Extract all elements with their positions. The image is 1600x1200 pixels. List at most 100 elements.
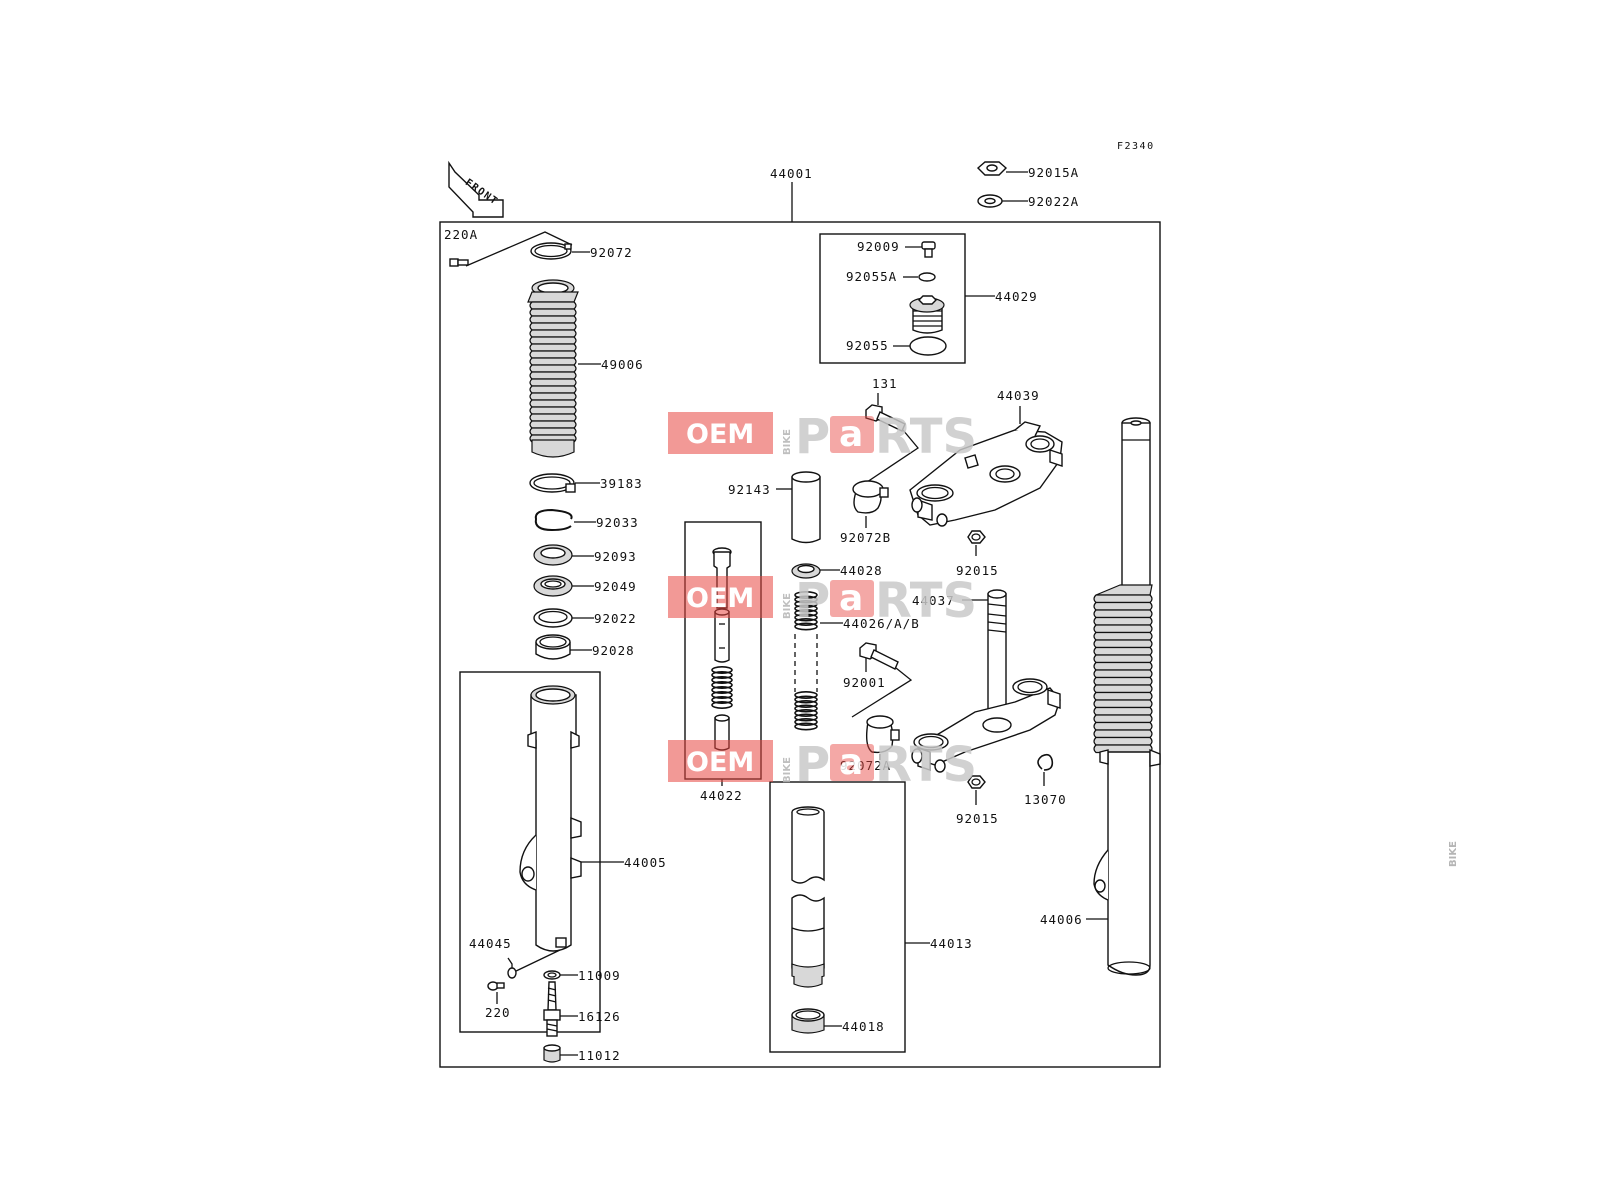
part-label-92001: 92001	[843, 675, 886, 690]
part-label-44045: 44045	[469, 936, 512, 951]
part-label-92022: 92022	[594, 611, 637, 626]
inner-fork-tube-icon	[791, 806, 825, 988]
fork-cap-bolt-icon	[909, 295, 945, 334]
clamp-92072B-icon	[852, 480, 889, 514]
part-label-44006: 44006	[1040, 912, 1083, 927]
part-label-39183: 39183	[600, 476, 643, 491]
bolt-131-icon	[865, 404, 906, 432]
bolt-92001-icon	[859, 642, 899, 670]
part-label-92015-lower: 92015	[956, 811, 999, 826]
bushing-92028-icon	[535, 634, 571, 660]
part-label-44029: 44029	[995, 289, 1038, 304]
air-valve-92009-icon	[921, 241, 936, 258]
front-arrow-icon: FRONT	[448, 160, 504, 218]
guide-bushing-44018-icon	[791, 1008, 825, 1034]
part-label-44005: 44005	[624, 855, 667, 870]
clamp-92072A-icon	[865, 715, 900, 754]
watermark-a-text: a	[839, 578, 863, 619]
outer-fork-tube-icon	[519, 685, 582, 952]
watermark-bike-text: BIKE	[1448, 841, 1459, 867]
fork-boot-icon	[527, 279, 579, 458]
inner-tube-box	[769, 781, 906, 1053]
part-label-11012: 11012	[578, 1048, 621, 1063]
part-label-92055A: 92055A	[846, 269, 897, 284]
watermark-rts-text: RTS	[875, 737, 977, 793]
part-label-49006: 49006	[601, 357, 644, 372]
fork-cap-box	[819, 233, 966, 364]
part-label-11009: 11009	[578, 968, 621, 983]
nut-11012-icon	[543, 1044, 561, 1063]
circlip-icon	[534, 508, 573, 532]
watermark-logo-bottom: OEM	[668, 740, 773, 782]
part-label-92049: 92049	[594, 579, 637, 594]
nut-92015-upper-icon	[967, 530, 986, 544]
part-label-92072: 92072	[590, 245, 633, 260]
watermark-box	[668, 412, 773, 454]
figure-code: F2340	[1117, 141, 1155, 152]
assembled-fork-icon	[1093, 417, 1161, 976]
watermark-rts-text: RTS	[875, 573, 977, 629]
part-label-92072B: 92072B	[840, 530, 891, 545]
part-label-13070: 13070	[1024, 792, 1067, 807]
spring-seat-44028-icon	[791, 563, 821, 579]
watermark-oem-text: OEM	[686, 747, 754, 778]
rebound-spring-icon	[711, 665, 733, 709]
screw-220-icon	[487, 981, 505, 991]
oil-seal-icon	[533, 544, 573, 566]
lower-triple-clamp-icon	[911, 589, 1061, 773]
outer-tube-box	[459, 671, 601, 1033]
fork-spring-icon	[794, 590, 818, 731]
part-label-44018: 44018	[842, 1019, 885, 1034]
watermark-p-text: P	[795, 409, 830, 465]
seal-92049-icon	[533, 575, 573, 597]
gasket-11009-icon	[543, 970, 561, 980]
watermark-bike-text: BIKE	[782, 429, 793, 455]
part-label-92015A: 92015A	[1028, 165, 1079, 180]
watermark-oem-text: OEM	[686, 419, 754, 450]
watermark-a-text: a	[839, 742, 863, 783]
drain-bolt-16126-icon	[543, 981, 561, 1037]
clip-13070-icon	[1037, 753, 1054, 771]
part-label-92015-upper: 92015	[956, 563, 999, 578]
part-label-92033: 92033	[596, 515, 639, 530]
watermark-parts-top: BIKE P a RTS	[782, 409, 977, 465]
part-label-16126: 16126	[578, 1009, 621, 1024]
watermark-rts-text: RTS	[875, 409, 977, 465]
part-label-92055: 92055	[846, 338, 889, 353]
part-label-44001: 44001	[770, 166, 813, 181]
part-label-92028: 92028	[592, 643, 635, 658]
part-label-44013: 44013	[930, 936, 973, 951]
part-label-44037: 44037	[912, 593, 955, 608]
watermark-bike-text: BIKE	[782, 593, 793, 619]
watermark-parts-mid: BIKE P a RTS	[782, 573, 977, 629]
watermark-logo-top: OEM BIKE	[668, 412, 1459, 867]
part-label-92009: 92009	[857, 239, 900, 254]
watermark-p-text: P	[795, 573, 830, 629]
o-ring-92055A-icon	[918, 272, 936, 282]
o-ring-92055-icon	[909, 336, 947, 356]
part-label-44026: 44026/A/B	[843, 616, 920, 631]
clamp-92072-icon	[530, 242, 572, 260]
part-label-92143: 92143	[728, 482, 771, 497]
clamp-39183-icon	[529, 473, 576, 493]
part-label-92093: 92093	[594, 549, 637, 564]
watermark-logo-mid: OEM	[668, 576, 773, 618]
upper-triple-clamp-icon	[909, 421, 1063, 527]
nut-92015-lower-icon	[967, 775, 986, 789]
part-label-44028: 44028	[840, 563, 883, 578]
collar-92143-icon	[791, 471, 821, 544]
part-label-44022: 44022	[700, 788, 743, 803]
part-label-220A: 220A	[444, 227, 478, 242]
washer-44045-icon	[507, 967, 517, 979]
screw-icon	[449, 258, 469, 267]
part-label-44039: 44039	[997, 388, 1040, 403]
part-label-131: 131	[872, 376, 898, 391]
part-label-92022A: 92022A	[1028, 194, 1079, 209]
nut-icon	[976, 161, 1008, 176]
watermark-p-text: P	[795, 737, 830, 793]
part-label-92072A: 92072A	[840, 758, 891, 773]
watermark-parts-bottom: BIKE P a RTS	[782, 737, 977, 793]
washer-92022-icon	[533, 608, 573, 628]
watermark-a-text: a	[839, 414, 863, 455]
